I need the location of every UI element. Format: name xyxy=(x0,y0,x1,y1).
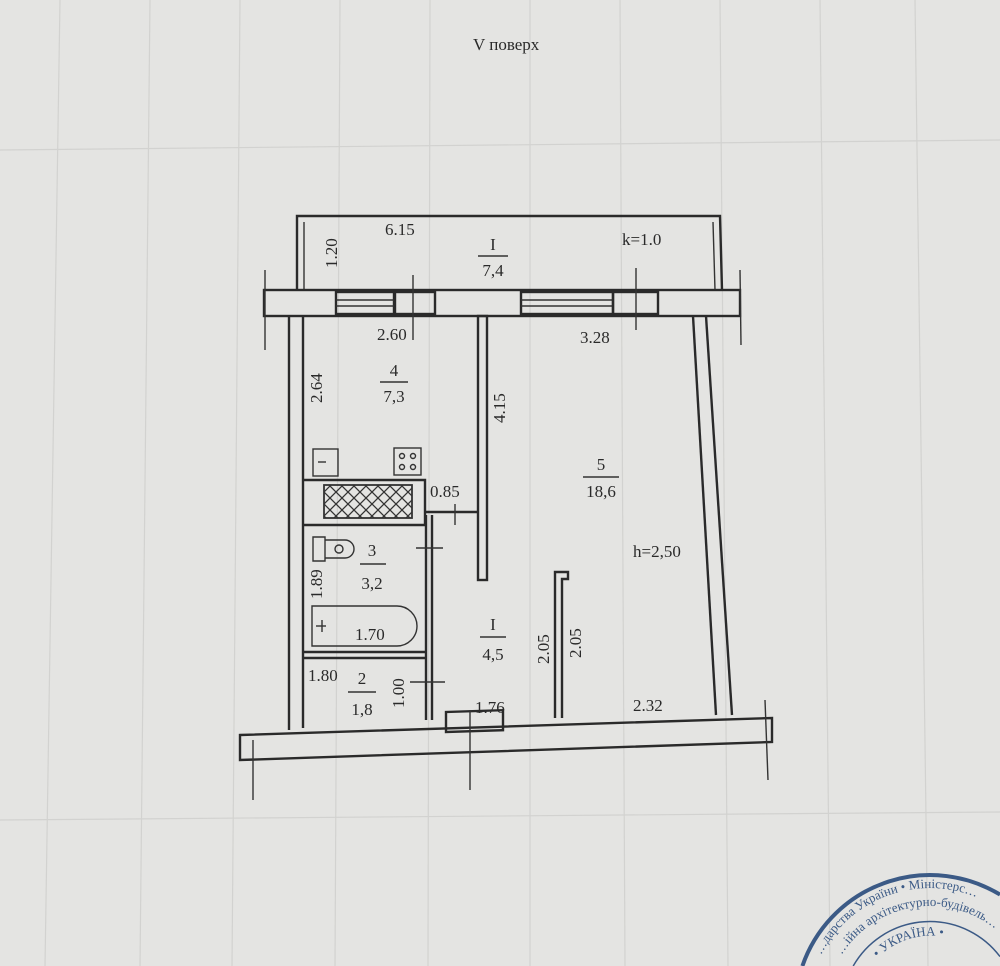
exterior-wall-top xyxy=(262,268,742,350)
dimension-labels: 6.15 1.20 k=1.0 2.60 3.28 2.64 4.15 0.85… xyxy=(307,220,681,717)
dim-bathtub: 1.70 xyxy=(355,625,385,644)
dim-toilet-width: 1.80 xyxy=(308,666,338,685)
toilet-icon xyxy=(312,536,355,562)
balcony xyxy=(295,214,724,291)
dim-closet-right: 2.05 xyxy=(566,628,585,658)
bathroom-area: 3,2 xyxy=(361,574,382,593)
balcony-area: 7,4 xyxy=(482,261,504,280)
dim-balcony-length: 6.15 xyxy=(385,220,415,239)
ceiling-height: h=2,50 xyxy=(633,542,681,561)
official-stamp: …дарства України • Міністерс… …ійна архі… xyxy=(800,873,1000,966)
balcony-number: I xyxy=(490,235,496,254)
toilet-number: 2 xyxy=(358,669,367,688)
sink-icon xyxy=(312,448,339,477)
floor-title: V поверх xyxy=(473,35,540,54)
svg-text:• УКРАЇНА •: • УКРАЇНА • xyxy=(869,924,944,961)
dim-bathroom-length: 1.89 xyxy=(307,569,326,599)
dim-kitchen-length: 2.64 xyxy=(307,373,326,403)
kitchen-area: 7,3 xyxy=(383,387,404,406)
room-labels: I 7,4 4 7,3 5 18,6 3 3,2 2 1,8 I 4,5 xyxy=(348,235,619,719)
toilet-area: 1,8 xyxy=(351,700,372,719)
dim-room-bottom: 2.32 xyxy=(633,696,663,715)
bathroom-number: 3 xyxy=(368,541,377,560)
stamp-inner-ring xyxy=(852,920,1000,966)
corridor-area: 4,5 xyxy=(482,645,503,664)
stamp-center-text: • УКРАЇНА • xyxy=(869,924,944,961)
corridor-number: I xyxy=(490,615,496,634)
dim-balcony-depth: 1.20 xyxy=(322,238,341,268)
fixtures xyxy=(311,447,422,647)
coefficient: k=1.0 xyxy=(622,230,661,249)
dim-kitchen-width: 2.60 xyxy=(377,325,407,344)
stove-icon xyxy=(393,447,422,476)
counter-icon xyxy=(323,484,413,519)
dim-partition: 4.15 xyxy=(490,393,509,423)
dim-toilet-length: 1.00 xyxy=(389,678,408,708)
kitchen-number: 4 xyxy=(390,361,399,380)
stamp-outer-ring xyxy=(800,873,1000,966)
walls xyxy=(238,314,774,800)
dim-door: 0.85 xyxy=(430,482,460,501)
dim-closet-left: 2.05 xyxy=(534,634,553,664)
living-room-number: 5 xyxy=(597,455,606,474)
dim-room-width: 3.28 xyxy=(580,328,610,347)
bathtub-icon xyxy=(311,605,418,647)
living-room-area: 18,6 xyxy=(586,482,616,501)
dim-corridor: 1.76 xyxy=(475,698,505,717)
